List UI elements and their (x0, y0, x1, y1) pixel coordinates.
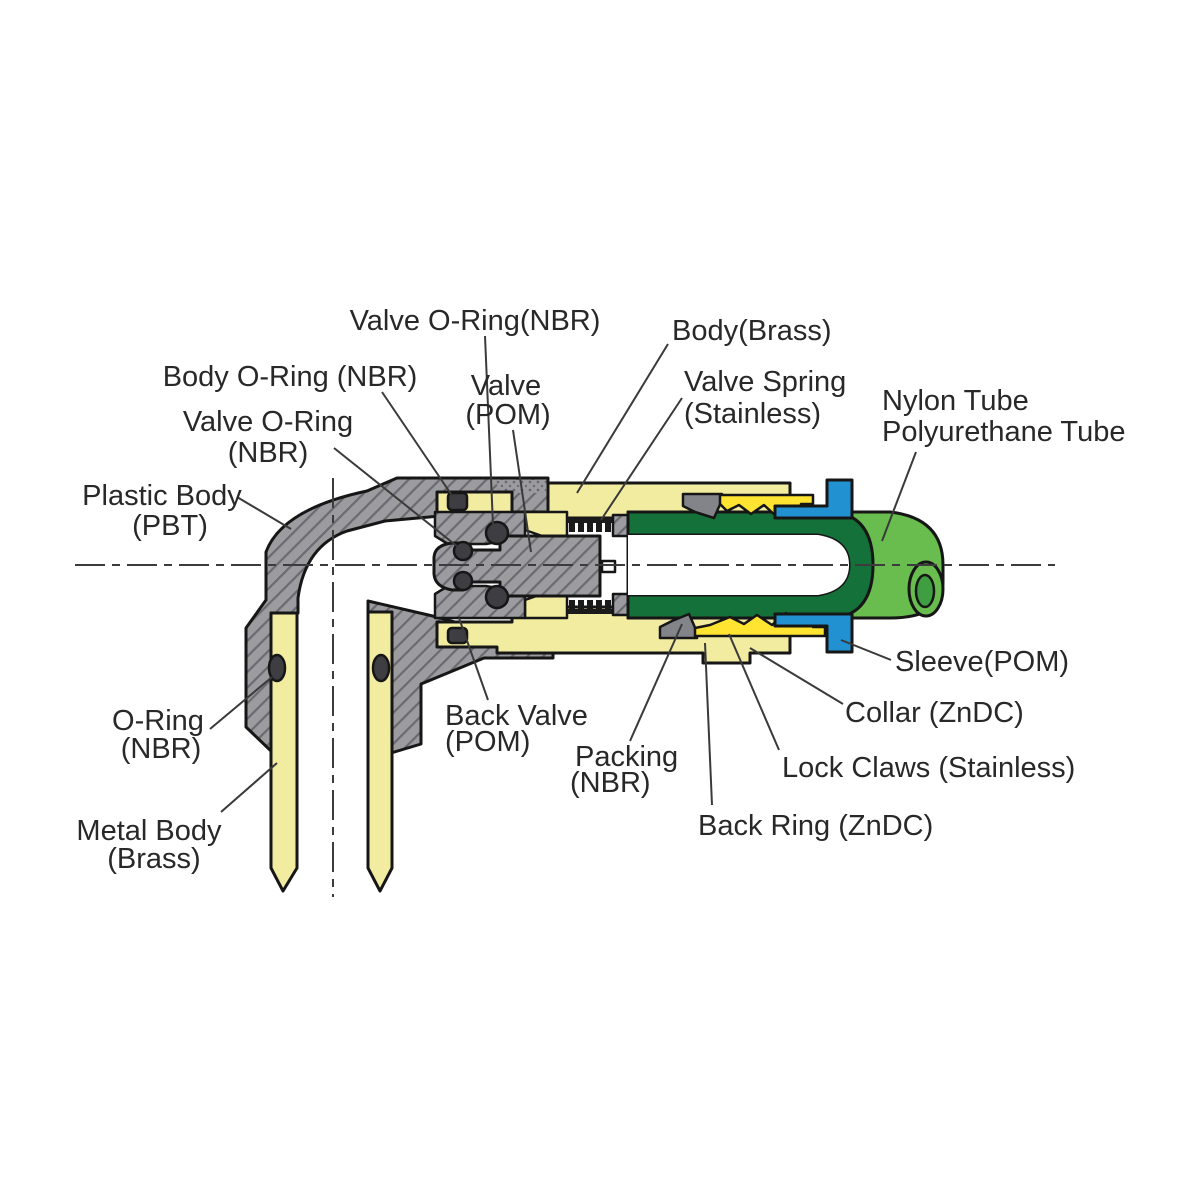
leader-o-ring (209, 676, 273, 730)
leader-metal-body (220, 762, 278, 813)
packing-lower (658, 612, 699, 640)
label-collar: Collar (ZnDC) (845, 697, 1024, 729)
tube-stop-upper (611, 513, 630, 538)
label-back-ring: Back Ring (ZnDC) (698, 810, 933, 842)
leader-packing (629, 623, 683, 742)
leader-valve-oring-top (484, 335, 494, 526)
leader-sleeve (840, 639, 892, 661)
tube-bore-end (914, 573, 936, 609)
label-lock-claws: Lock Claws (Stainless) (782, 752, 1075, 784)
leader-plastic-body (236, 496, 292, 530)
leader-tube (881, 451, 917, 542)
back-valve-seal (446, 626, 469, 645)
brass-stem-left (269, 611, 299, 893)
label-metal-body: Metal Body (Brass) (76, 815, 229, 875)
label-body-oring: Body O-Ring (NBR) (163, 361, 418, 393)
label-tube: Nylon Tube Polyurethane Tube (882, 385, 1125, 448)
leader-valve-oring-left (333, 447, 459, 548)
leader-body-brass (576, 343, 669, 494)
leader-body-oring (381, 391, 454, 498)
body-oring-seal (446, 491, 469, 512)
label-valve: Valve (POM) (465, 370, 550, 431)
brass-seat-upper (523, 510, 569, 539)
leader-valve (512, 429, 532, 553)
tube-assembly (626, 510, 945, 620)
leader-lines (209, 335, 917, 813)
valve-head-oring-lower (452, 570, 474, 592)
sleeve-lower (773, 612, 854, 654)
sleeve-upper (773, 478, 854, 520)
label-valve-spring: Valve Spring (Stainless) (684, 366, 854, 430)
valve-oring-top-seal (484, 520, 510, 546)
valve-head-oring-upper (452, 540, 474, 562)
label-valve-oring-left: Valve O-Ring (NBR) (183, 406, 361, 469)
label-o-ring: O-Ring (NBR) (112, 705, 212, 765)
tube-stop-lower (611, 592, 630, 617)
labels: Valve O-Ring(NBR) Body O-Ring (NBR) Valv… (76, 305, 1125, 875)
leader-back-ring (704, 642, 713, 806)
leg-oring-left (267, 653, 287, 683)
leader-collar (749, 647, 844, 705)
label-valve-oring-top: Valve O-Ring(NBR) (350, 305, 601, 337)
label-back-valve: Back Valve (POM) (445, 700, 596, 758)
brass-stem-right (366, 610, 394, 893)
label-body-brass: Body(Brass) (672, 315, 832, 347)
valve-stem-port (600, 559, 617, 574)
leader-back-valve (458, 617, 489, 701)
label-plastic-body: Plastic Body (PBT) (82, 480, 250, 542)
leader-valve-spring (600, 397, 683, 521)
leg-oring-right (371, 653, 391, 683)
label-sleeve: Sleeve(POM) (895, 646, 1069, 678)
valve-spring-stainless (567, 518, 613, 614)
valve-oring-bottom-seal (484, 584, 510, 610)
label-packing: Packing (NBR) (570, 741, 686, 799)
leader-lock-claws (728, 633, 780, 751)
